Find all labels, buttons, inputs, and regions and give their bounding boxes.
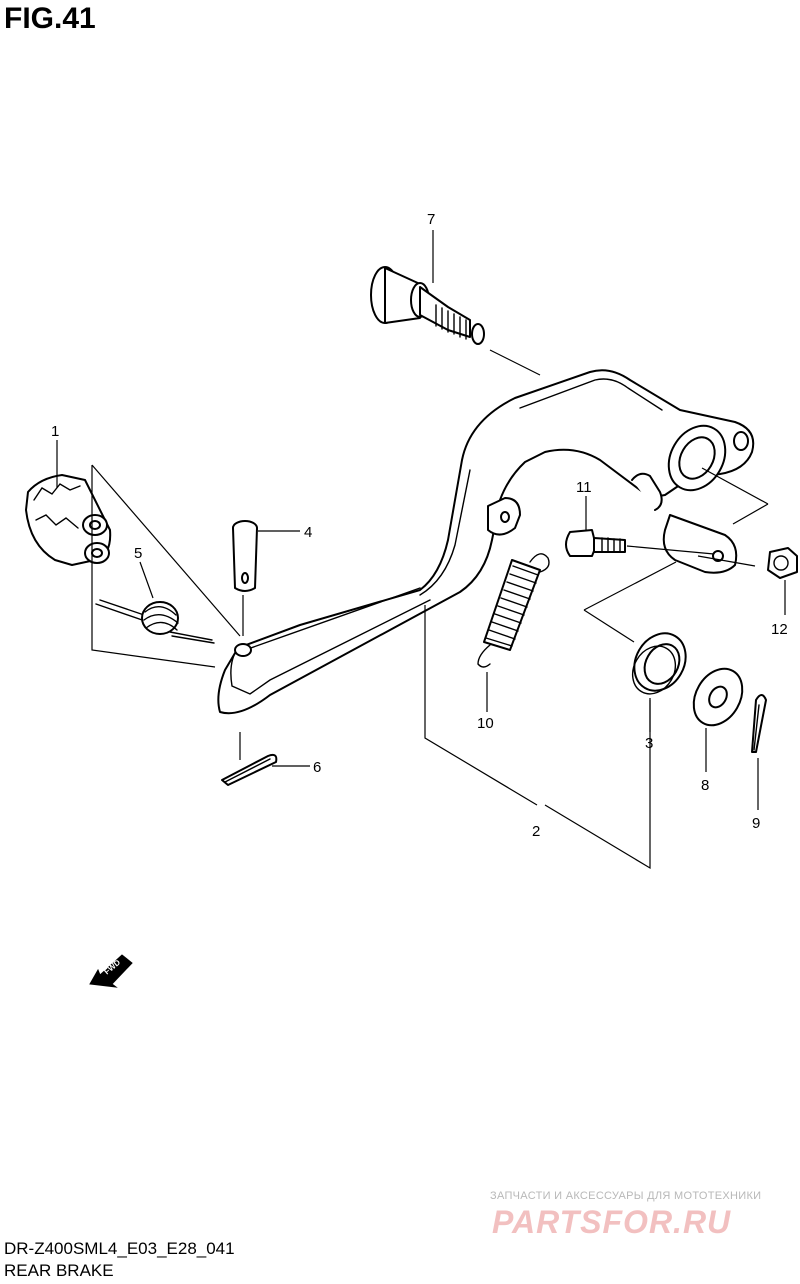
- watermark-tagline: ЗАПЧАСТИ И АКСЕССУАРЫ ДЛЯ МОТОТЕХНИКИ: [490, 1190, 762, 1202]
- part-12-nut: [767, 547, 798, 579]
- part-8-washer: [692, 667, 744, 727]
- callout-9: 9: [752, 815, 760, 832]
- fwd-arrow-icon: FWD: [89, 954, 133, 988]
- callout-2: 2: [532, 823, 540, 840]
- callout-12: 12: [771, 621, 788, 638]
- part-2-brake-pedal: [217, 369, 755, 715]
- section-name: REAR BRAKE: [4, 1261, 114, 1280]
- callout-11: 11: [576, 479, 592, 496]
- callout-1: 1: [51, 423, 59, 440]
- part-9-cotter-pin: [751, 694, 767, 753]
- part-11-bolt: [565, 529, 626, 557]
- callout-6: 6: [313, 759, 321, 776]
- part-4-clevis-pin: [232, 520, 258, 592]
- figure-title: FIG.41: [4, 2, 96, 35]
- callout-4: 4: [304, 524, 312, 541]
- model-code: DR-Z400SML4_E03_E28_041: [4, 1239, 235, 1258]
- callout-7: 7: [427, 211, 435, 228]
- part-1-stopper: [25, 474, 112, 566]
- part-3-seal: [631, 632, 687, 695]
- callout-3: 3: [645, 735, 653, 752]
- callout-10: 10: [477, 715, 494, 732]
- callout-8: 8: [701, 777, 709, 794]
- part-10-spring: [477, 553, 550, 668]
- part-7-pivot-bolt: [370, 266, 485, 345]
- watermark-brand: PARTSFOR.RU: [492, 1204, 732, 1240]
- part-5-return-spring: [95, 599, 215, 644]
- part-6-cotter-pin: [221, 753, 278, 786]
- callout-5: 5: [134, 545, 142, 562]
